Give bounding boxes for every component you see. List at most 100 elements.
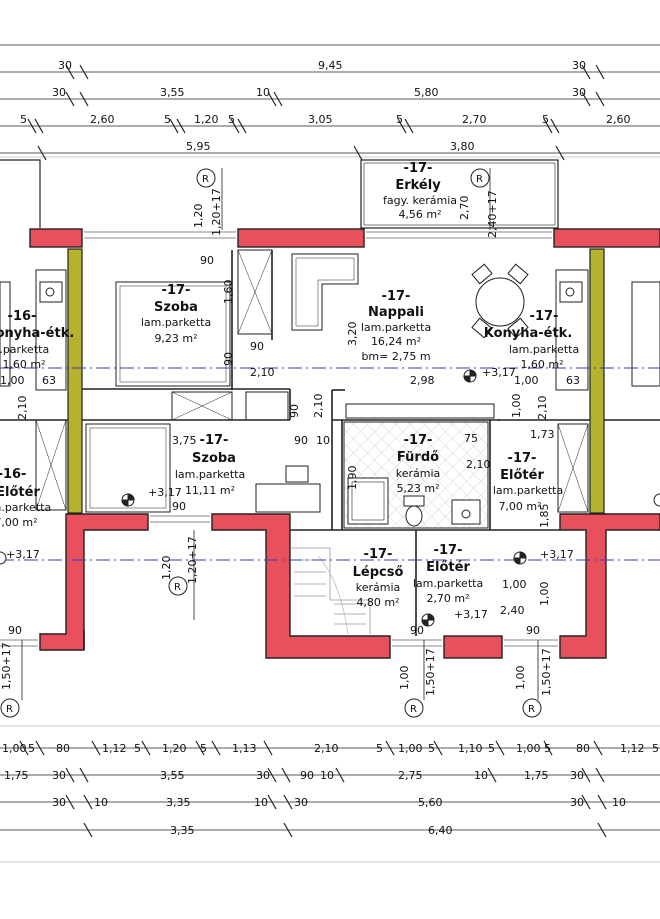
wardrobes — [171, 249, 289, 421]
dim-100-e: 1,00 — [514, 374, 539, 387]
svg-text:-17-: -17- — [404, 161, 433, 176]
dim-375: 3,75 — [172, 434, 197, 447]
dim-top3-9: 2,60 — [606, 113, 631, 126]
dim-top3-1: 2,60 — [90, 113, 115, 126]
svg-text:-17-: -17- — [530, 309, 559, 324]
dim-top2-3: 5,80 — [414, 86, 439, 99]
svg-text:1,60 m²: 1,60 m² — [2, 358, 45, 371]
dim-v-160: 1,60 — [222, 280, 235, 305]
svg-text:lam.parketta: lam.parketta — [175, 468, 245, 481]
room-eloter-right: -17- Előtér lam.parketta 7,00 m² — [493, 451, 563, 513]
section-markers — [0, 168, 542, 718]
room-nappali: -17- Nappali lam.parketta 16,24 m² bm= 2… — [361, 289, 431, 363]
svg-text:kerámia: kerámia — [356, 581, 401, 594]
dim-90-b: 90 — [250, 340, 264, 353]
dim-240: 2,40 — [500, 604, 525, 617]
svg-text:7,00 m²: 7,00 m² — [498, 500, 541, 513]
dim-top2-0: 30 — [52, 86, 66, 99]
dim-63-b: 63 — [566, 374, 580, 387]
dim-90-f: 90 — [410, 624, 424, 637]
dim-b1-5: 1,20 — [162, 742, 187, 755]
svg-text:4,80 m²: 4,80 m² — [356, 596, 399, 609]
dim-b1-3: 1,12 — [102, 742, 127, 755]
section-marker-6: R — [528, 704, 535, 715]
dim-100-f: 1,00 — [0, 374, 25, 387]
openings — [0, 231, 558, 647]
dim-b1-15: 5 — [544, 742, 551, 755]
room-konyha-left: -16- Konyha-étk. lam.parketta 1,60 m² — [0, 309, 74, 371]
dim-top3-2: 5 — [164, 113, 171, 126]
svg-text:-17-: -17- — [434, 543, 463, 558]
room-szoba-2: -17- Szoba lam.parketta 11,11 m² — [175, 433, 245, 497]
svg-text:lam.parketta: lam.parketta — [0, 501, 51, 514]
svg-text:4,56 m²: 4,56 m² — [398, 208, 441, 221]
dim-b2-4: 90 — [300, 769, 314, 782]
dim-90-c: 90 — [294, 434, 308, 447]
dim-b1-13: 5 — [488, 742, 495, 755]
dim-v-120-17-b: 1,20+17 — [186, 536, 199, 584]
svg-text:lam.parketta: lam.parketta — [361, 321, 431, 334]
dim-v-210-a: 2,10 — [16, 396, 29, 421]
dim-top3-3: 1,20 — [194, 113, 219, 126]
dim-top2-1: 3,55 — [160, 86, 185, 99]
dim-v-190: 1,90 — [346, 466, 359, 491]
svg-text:-17-: -17- — [200, 433, 229, 448]
dim-63-a: 63 — [42, 374, 56, 387]
svg-text:Előtér: Előtér — [500, 468, 544, 483]
dim-v-185: 1,85 — [538, 504, 551, 529]
vertical-dim-lines — [21, 168, 539, 700]
svg-text:Szoba: Szoba — [154, 300, 198, 315]
svg-text:-17-: -17- — [508, 451, 537, 466]
balcony — [0, 159, 559, 229]
dim-b1-6: 5 — [200, 742, 207, 755]
dim-v-270: 2,70 — [458, 196, 471, 221]
dim-b3-4: 30 — [294, 796, 308, 809]
dim-b3-0: 30 — [52, 796, 66, 809]
dim-b3-6: 30 — [570, 796, 584, 809]
dim-210-d: 2,10 — [250, 366, 275, 379]
svg-text:Konyha-étk.: Konyha-étk. — [484, 326, 573, 341]
dim-v-100-a: 1,00 — [510, 394, 523, 419]
dim-b1-4: 5 — [134, 742, 141, 755]
vertical-dim-text: 1,20 1,20+17 2,70 2,40+17 1,60 3,20 90 2… — [0, 188, 553, 696]
svg-text:fagy. kerámia: fagy. kerámia — [383, 194, 457, 207]
svg-text:16,24 m²: 16,24 m² — [371, 335, 421, 348]
dim-b1-7: 1,13 — [232, 742, 257, 755]
room-lepcso: -17- Lépcső kerámia 4,80 m² — [353, 547, 404, 609]
dim-b1-16: 80 — [576, 742, 590, 755]
dim-v-120-b: 1,20 — [160, 556, 173, 581]
dim-v-150-17-b: 1,50+17 — [424, 648, 437, 696]
svg-text:lam.parketta: lam.parketta — [0, 343, 49, 356]
bathroom-outline — [343, 421, 489, 529]
dim-b4-0: 3,35 — [170, 824, 195, 837]
dim-top1-1: 9,45 — [318, 59, 343, 72]
top-dimension-text: 30 9,45 30 30 3,55 10 5,80 30 5 2,60 5 1… — [20, 59, 631, 153]
small-dim-text: 90 90 2,10 2,98 +3,17 1,00 1,00 63 63 3,… — [0, 254, 580, 637]
beds — [0, 281, 660, 513]
sofa — [291, 253, 359, 331]
bottom-dimension-text: 1,00 5 80 1,12 5 1,20 5 1,13 2,10 5 1,00… — [2, 742, 659, 837]
dim-317-b: +3,17 — [148, 486, 182, 499]
svg-text:-16-: -16- — [8, 309, 37, 324]
axis-lines — [0, 367, 660, 561]
section-marker-1: R — [202, 174, 209, 185]
dim-317-e: +3,17 — [454, 608, 488, 621]
svg-text:11,11 m²: 11,11 m² — [185, 484, 235, 497]
dim-top1-0: 30 — [58, 59, 72, 72]
svg-text:5,23 m²: 5,23 m² — [396, 482, 439, 495]
dim-90-a: 90 — [200, 254, 214, 267]
dim-90-e: 90 — [8, 624, 22, 637]
dim-b2-3: 30 — [256, 769, 270, 782]
section-marker-5: R — [410, 704, 417, 715]
dim-b2-5: 10 — [320, 769, 334, 782]
svg-text:Lépcső: Lépcső — [353, 565, 404, 580]
svg-text:bm= 2,75 m: bm= 2,75 m — [361, 350, 430, 363]
dim-b2-1: 30 — [52, 769, 66, 782]
room-eloter-left: -16- Előtér lam.parketta 7,00 m² — [0, 467, 51, 529]
dim-top4-0: 5,95 — [186, 140, 211, 153]
room-konyha-right: -17- Konyha-étk. lam.parketta 1,60 m² — [484, 309, 579, 371]
sideboard — [345, 403, 495, 419]
dining-table — [471, 263, 529, 339]
dim-75: 75 — [464, 432, 478, 445]
